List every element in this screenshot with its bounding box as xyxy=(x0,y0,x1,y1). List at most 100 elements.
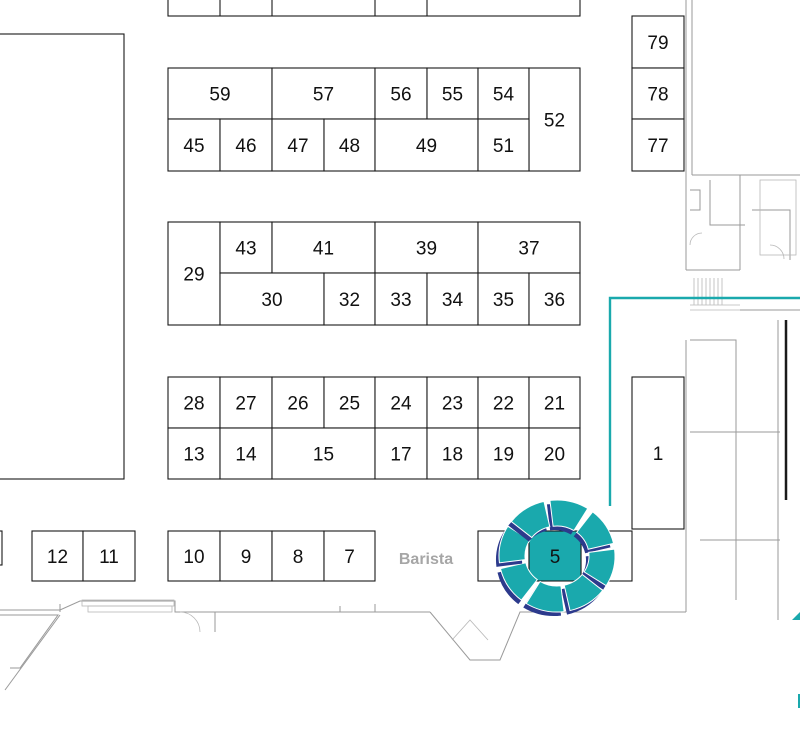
booth-outline xyxy=(426,272,479,326)
booth-47[interactable]: 47 xyxy=(271,118,325,172)
booth-outline xyxy=(477,67,530,120)
booth-number: 78 xyxy=(647,85,668,106)
booth-outline xyxy=(167,530,221,582)
booth-19[interactable]: 19 xyxy=(477,427,530,480)
booth-21[interactable]: 21 xyxy=(528,376,581,429)
booth-number: 27 xyxy=(235,394,256,415)
booth-9[interactable]: 9 xyxy=(219,530,273,582)
booth-12[interactable]: 12 xyxy=(31,530,84,582)
booth-outline xyxy=(631,67,685,120)
booth-outline xyxy=(374,67,428,120)
booth-number: 54 xyxy=(493,85,515,106)
booth-number: 34 xyxy=(442,290,464,311)
booth-number: 46 xyxy=(235,136,256,157)
booth-number: 1 xyxy=(653,444,664,465)
booth-outline xyxy=(219,272,325,326)
booth-number: 49 xyxy=(416,136,437,157)
booth-number: 43 xyxy=(235,239,256,260)
booth-number: 18 xyxy=(442,445,463,466)
booth-outline xyxy=(82,530,136,582)
booth-79[interactable]: 79 xyxy=(631,15,685,69)
booth-outline xyxy=(219,376,273,429)
booth-22[interactable]: 22 xyxy=(477,376,530,429)
booth-28[interactable]: 28 xyxy=(167,376,221,429)
booth-outline xyxy=(477,376,530,429)
booth-number: 22 xyxy=(493,394,514,415)
booth-10[interactable]: 10 xyxy=(167,530,221,582)
booth-26[interactable]: 26 xyxy=(271,376,325,429)
booth-52[interactable]: 52 xyxy=(528,67,581,172)
booth-1[interactable]: 1 xyxy=(631,376,685,530)
booth-outline xyxy=(528,376,581,429)
booth-number: 15 xyxy=(313,445,334,466)
booth-18[interactable]: 18 xyxy=(426,427,479,480)
booth-outline xyxy=(528,530,582,582)
booth-17[interactable]: 17 xyxy=(374,427,428,480)
booth-outline xyxy=(31,530,84,582)
booth-number: 19 xyxy=(493,445,514,466)
booth-number: 11 xyxy=(99,547,119,568)
booth-25[interactable]: 25 xyxy=(323,376,376,429)
booth-41[interactable]: 41 xyxy=(271,221,376,274)
route-arrow-edge xyxy=(792,612,800,620)
booth-number: 29 xyxy=(183,265,204,286)
booth-5[interactable]: 5 xyxy=(528,530,582,582)
booth-45[interactable]: 45 xyxy=(167,118,221,172)
booth-56[interactable]: 56 xyxy=(374,67,428,120)
booth-33[interactable]: 33 xyxy=(374,272,428,326)
booth-outline xyxy=(631,15,685,69)
booth-59[interactable]: 59 xyxy=(167,67,273,120)
booth-14[interactable]: 14 xyxy=(219,427,273,480)
booth-number: 51 xyxy=(493,136,514,157)
booth-number: 33 xyxy=(390,290,411,311)
booth-27[interactable]: 27 xyxy=(219,376,273,429)
ring-segment xyxy=(583,548,616,587)
booth-46[interactable]: 46 xyxy=(219,118,273,172)
booth-30[interactable]: 30 xyxy=(219,272,325,326)
booth-43[interactable]: 43 xyxy=(219,221,273,274)
booth-number: 56 xyxy=(390,85,411,106)
booth-55[interactable]: 55 xyxy=(426,67,479,120)
barista-label: Barista xyxy=(399,551,453,568)
booth-29[interactable]: 29 xyxy=(167,221,221,326)
booth-49[interactable]: 49 xyxy=(374,118,479,172)
booth-36[interactable]: 36 xyxy=(528,272,581,326)
booth-outline xyxy=(167,67,273,120)
booth-37[interactable]: 37 xyxy=(477,221,581,274)
booth-outline xyxy=(271,427,376,480)
booth-24[interactable]: 24 xyxy=(374,376,428,429)
booth-20[interactable]: 20 xyxy=(528,427,581,480)
booth-39[interactable]: 39 xyxy=(374,221,479,274)
booth-48[interactable]: 48 xyxy=(323,118,376,172)
booth-78[interactable]: 78 xyxy=(631,67,685,120)
booth-11[interactable]: 11 xyxy=(82,530,136,582)
booth-51[interactable]: 51 xyxy=(477,118,530,172)
booth-number: 8 xyxy=(293,547,304,568)
booth-57[interactable]: 57 xyxy=(271,67,376,120)
booth-13[interactable]: 13 xyxy=(167,427,221,480)
booth-outline xyxy=(477,221,581,274)
booth-outline xyxy=(528,427,581,480)
booth-number: 55 xyxy=(442,85,463,106)
booth-23[interactable]: 23 xyxy=(426,376,479,429)
booth-outline xyxy=(528,67,581,172)
booth-number: 28 xyxy=(183,394,204,415)
booth-8[interactable]: 8 xyxy=(271,530,325,582)
booth-32[interactable]: 32 xyxy=(323,272,376,326)
booth-number: 14 xyxy=(235,445,257,466)
booth-number: 37 xyxy=(518,239,539,260)
booth-7[interactable]: 7 xyxy=(323,530,376,582)
ring-segment xyxy=(525,580,565,613)
ring-segment xyxy=(549,499,589,532)
booth-number: 59 xyxy=(209,85,230,106)
booth-number: 52 xyxy=(544,111,565,132)
booth-77[interactable]: 77 xyxy=(631,118,685,172)
booth-35[interactable]: 35 xyxy=(477,272,530,326)
booth-number: 24 xyxy=(390,394,412,415)
booth-34[interactable]: 34 xyxy=(426,272,479,326)
booth-outline xyxy=(374,376,428,429)
booth-number: 7 xyxy=(344,547,355,568)
booth-15[interactable]: 15 xyxy=(271,427,376,480)
booth-54[interactable]: 54 xyxy=(477,67,530,120)
